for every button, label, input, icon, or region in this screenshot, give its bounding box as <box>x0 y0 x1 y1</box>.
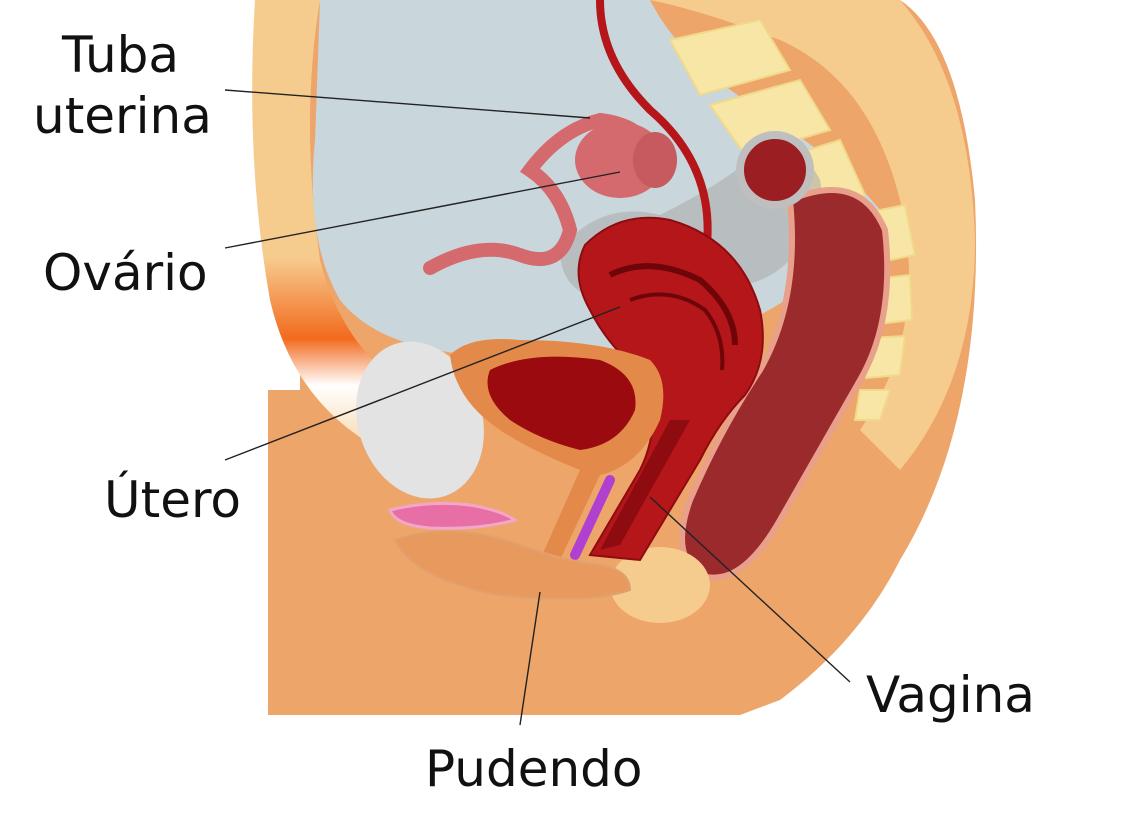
abdominal-wall <box>252 0 470 470</box>
colon-loop <box>736 131 814 209</box>
uterine-cavity-2 <box>629 292 725 371</box>
clitoris <box>388 501 519 530</box>
label-ovario: Ovário <box>43 244 208 302</box>
vulva <box>393 530 632 600</box>
label-utero: Útero <box>104 470 241 529</box>
fallopian-tube <box>423 112 657 275</box>
label-tuba-uterina-line2: uterina <box>33 87 212 145</box>
label-vagina: Vagina <box>866 666 1035 724</box>
uterus <box>577 216 764 562</box>
bladder-lumen <box>487 356 636 450</box>
leader-lines <box>224 89 851 726</box>
anal-region <box>610 547 710 623</box>
urethra <box>570 475 615 560</box>
ovary-inner <box>633 132 677 188</box>
label-pudendo: Pudendo <box>425 740 642 798</box>
pubic-bone <box>356 341 484 499</box>
rectum <box>679 187 891 581</box>
label-tuba-uterina-line1: Tuba <box>61 26 179 84</box>
back-tissue <box>650 0 975 470</box>
uterine-cavity <box>608 263 738 346</box>
blood-vessel <box>596 0 712 261</box>
vaginal-canal <box>600 420 690 550</box>
